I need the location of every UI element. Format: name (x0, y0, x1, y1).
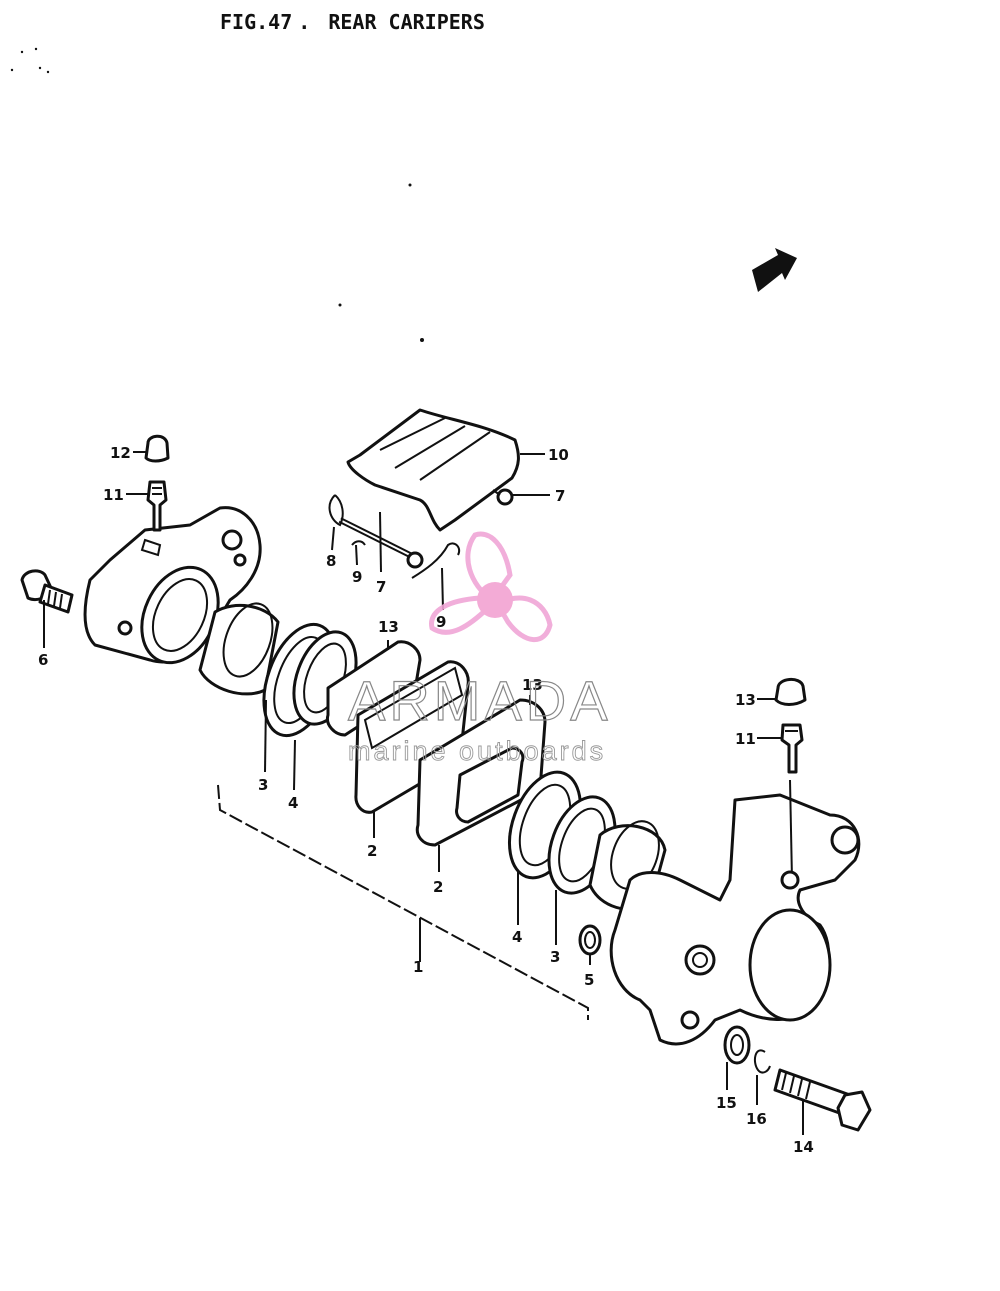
caliper-left-body (83, 506, 262, 665)
o-ring-5 (578, 924, 602, 956)
callout-labels: 12 11 6 10 7 8 9 7 9 13 13 3 4 2 2 1 4 3… (38, 444, 814, 1156)
watermark-logo-icon (429, 531, 553, 643)
pad-shim-13-right (455, 746, 525, 824)
callout-1: 1 (413, 958, 423, 976)
front-direction-arrow-icon (752, 248, 797, 292)
washer-15 (723, 1025, 751, 1065)
figure-title: FIG.47. REAR CARIPERS (220, 10, 491, 34)
figure-name: REAR CARIPERS (328, 10, 485, 34)
callout-8: 8 (326, 552, 336, 570)
callout-3-left: 3 (258, 776, 268, 794)
callout-13-left-pad: 13 (378, 618, 399, 636)
caliper-right-body (609, 779, 861, 1046)
callout-2-left: 2 (367, 842, 377, 860)
callout-12: 12 (110, 444, 131, 462)
callout-7-left: 7 (376, 578, 386, 596)
callout-4-right: 4 (512, 928, 522, 946)
callout-7-right: 7 (555, 487, 565, 505)
cap-12 (144, 434, 170, 463)
circlip-16 (753, 1049, 771, 1074)
watermark-brand: ARMADA (348, 669, 612, 732)
callout-9-right: 9 (436, 613, 446, 631)
callout-11-right: 11 (735, 730, 756, 748)
clip-8 (328, 494, 344, 527)
pad-spring-10 (346, 408, 520, 532)
cap-13-right (774, 678, 807, 706)
scan-specks (10, 47, 424, 342)
callout-5: 5 (584, 971, 594, 989)
callout-10: 10 (548, 446, 569, 464)
watermark-tagline: marine outboards (348, 736, 606, 766)
callout-6: 6 (38, 651, 48, 669)
callout-13-right-pad: 13 (522, 676, 543, 694)
callout-11-left: 11 (103, 486, 124, 504)
title-separator: . (298, 10, 311, 34)
bolt-6 (20, 569, 74, 614)
clip-9 (351, 540, 461, 579)
callout-13-right-cap: 13 (735, 691, 756, 709)
callout-3-right: 3 (550, 948, 560, 966)
callout-4-left: 4 (288, 794, 298, 812)
bolt-7-right (492, 488, 514, 506)
callout-9-left: 9 (352, 568, 362, 586)
bleeder-valve-11-left (146, 480, 168, 532)
callout-14: 14 (793, 1138, 814, 1156)
figure-number: FIG.47 (220, 10, 293, 34)
callout-15: 15 (716, 1094, 737, 1112)
callout-2-right: 2 (433, 878, 443, 896)
assembly-bracket-1 (217, 784, 589, 1020)
bleeder-valve-11-right (780, 723, 804, 774)
bolt-14 (773, 1068, 872, 1132)
callout-16: 16 (746, 1110, 767, 1128)
leader-lines (43, 451, 804, 1135)
